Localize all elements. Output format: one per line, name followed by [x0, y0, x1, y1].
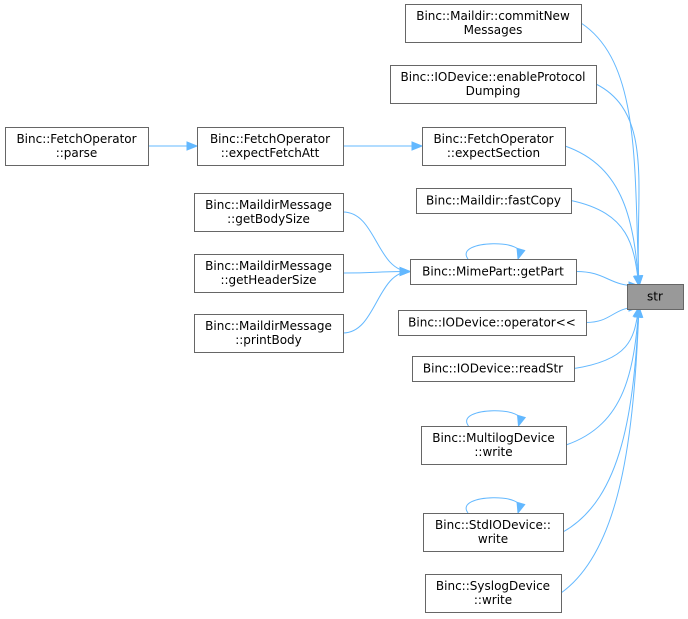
node-box: [423, 513, 564, 552]
node-label: Binc::IODevice::readStr: [423, 362, 563, 376]
node-expectSection[interactable]: Binc::FetchOperator::expectSection: [422, 127, 566, 166]
node-label: ::expectFetchAtt: [221, 146, 320, 160]
node-box: [412, 356, 575, 382]
node-box: [5, 127, 149, 166]
node-box: [627, 284, 684, 310]
node-box: [194, 314, 344, 353]
node-label: ::getHeaderSize: [220, 273, 316, 287]
edge-line: [465, 497, 521, 514]
node-box: [422, 127, 566, 166]
node-readStr[interactable]: Binc::IODevice::readStr: [412, 356, 575, 382]
edge-line: [560, 306, 640, 594]
node-label: Messages: [464, 23, 523, 37]
node-str[interactable]: str: [627, 284, 684, 310]
node-fastCopy[interactable]: Binc::Maildir::fastCopy: [416, 188, 572, 214]
node-box: [405, 4, 582, 43]
edge-line: [465, 243, 521, 260]
node-label: Binc::MimePart::getPart: [422, 265, 564, 279]
node-label: ::parse: [56, 146, 98, 160]
edge-arrowhead: [186, 141, 199, 151]
node-label: ::write: [474, 593, 512, 607]
edge-printBody-to-getPart: [342, 266, 412, 334]
node-multilogWrite[interactable]: Binc::MultilogDevice::write: [421, 426, 567, 465]
edge-line: [342, 211, 411, 272]
edge-arrowhead: [411, 141, 424, 151]
node-label: Binc::IODevice::operator<<: [408, 316, 576, 330]
node-label: Binc::FetchOperator: [433, 132, 553, 146]
node-box: [421, 426, 567, 465]
edge-arrowhead: [516, 414, 527, 428]
node-box: [398, 310, 587, 336]
edge-arrowhead: [399, 266, 412, 277]
node-label: ::getBodySize: [227, 212, 310, 226]
node-label: Binc::SyslogDevice: [436, 579, 550, 593]
edge-line: [580, 22, 640, 287]
node-label: Binc::FetchOperator: [210, 132, 330, 146]
node-label: Binc::Maildir::commitNew: [416, 9, 570, 23]
edge-expectFetchAtt-to-expectSection: [343, 141, 424, 151]
node-getBodySize[interactable]: Binc::MaildirMessage::getBodySize: [194, 193, 344, 232]
edge-line: [570, 200, 640, 287]
node-label: Binc::MaildirMessage: [205, 198, 332, 212]
node-stdioWrite[interactable]: Binc::StdIODevice::write: [423, 513, 564, 552]
node-label: str: [647, 290, 663, 304]
node-label: ::printBody: [235, 333, 302, 347]
node-getPart[interactable]: Binc::MimePart::getPart: [410, 259, 577, 285]
node-box: [410, 259, 577, 285]
node-box: [390, 65, 597, 104]
edge-parse-to-expectFetchAtt: [148, 141, 199, 151]
node-label: Binc::FetchOperator: [16, 132, 136, 146]
node-syslogWrite[interactable]: Binc::SyslogDevice::write: [425, 574, 562, 613]
node-label: Dumping: [466, 84, 521, 98]
node-label: ::write: [474, 445, 512, 459]
edge-arrowhead: [633, 305, 644, 318]
edge-multilogWrite-to-multilogWrite: [466, 410, 527, 428]
edge-arrowhead: [516, 247, 526, 261]
node-label: Binc::IODevice::enableProtocol: [401, 70, 586, 84]
node-box: [194, 193, 344, 232]
edge-line: [564, 145, 640, 287]
edges-layer: [148, 22, 644, 594]
node-label: write: [478, 532, 508, 546]
edge-line: [565, 306, 640, 446]
edge-stdioWrite-to-stdioWrite: [465, 497, 526, 515]
node-box: [194, 254, 344, 293]
edge-fastCopy-to-str: [570, 200, 643, 288]
node-label: ::expectSection: [447, 146, 540, 160]
node-operatorLL[interactable]: Binc::IODevice::operator<<: [398, 310, 587, 336]
nodes-layer: strBinc::Maildir::commitNewMessagesBinc:…: [5, 4, 684, 613]
edge-getBodySize-to-getPart: [342, 211, 412, 277]
edge-line: [466, 410, 521, 427]
edge-arrowhead: [632, 274, 643, 288]
node-expectFetchAtt[interactable]: Binc::FetchOperator::expectFetchAtt: [197, 127, 344, 166]
edge-arrowhead: [516, 501, 526, 515]
edge-commitNew-to-str: [580, 22, 644, 288]
node-label: Binc::MaildirMessage: [205, 259, 332, 273]
edge-getPart-to-getPart: [465, 243, 526, 261]
node-getHeaderSize[interactable]: Binc::MaildirMessage::getHeaderSize: [194, 254, 344, 293]
edge-line: [562, 306, 640, 533]
node-label: Binc::StdIODevice::: [435, 518, 551, 532]
node-box: [416, 188, 572, 214]
node-box: [197, 127, 344, 166]
edge-line: [595, 83, 640, 287]
node-label: Binc::Maildir::fastCopy: [426, 194, 561, 208]
node-label: Binc::MultilogDevice: [432, 431, 555, 445]
node-label: Binc::MaildirMessage: [205, 319, 332, 333]
node-printBody[interactable]: Binc::MaildirMessage::printBody: [194, 314, 344, 353]
edge-syslogWrite-to-str: [560, 305, 644, 594]
node-parse[interactable]: Binc::FetchOperator::parse: [5, 127, 149, 166]
node-box: [425, 574, 562, 613]
